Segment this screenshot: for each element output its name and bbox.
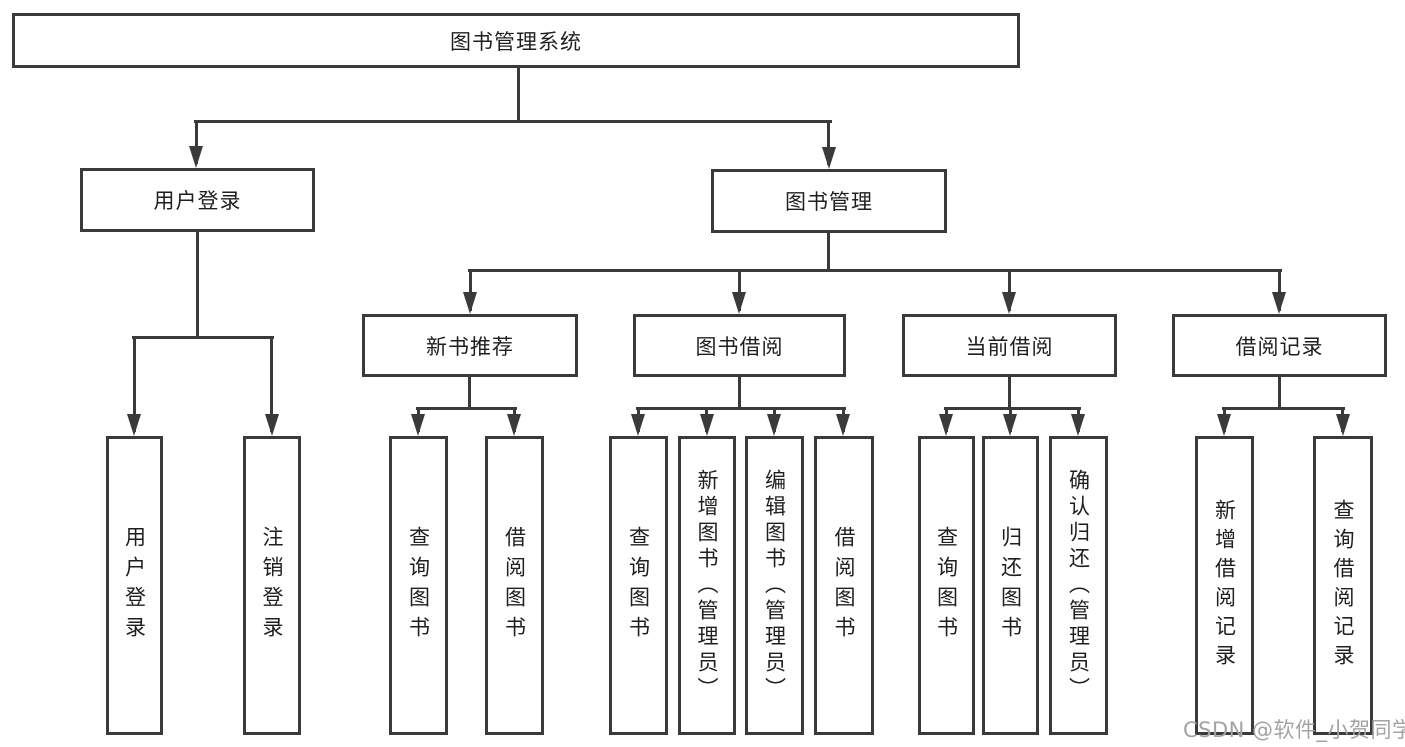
connector-line xyxy=(468,269,1282,272)
arrow-down-icon xyxy=(1336,414,1350,436)
connector-line xyxy=(738,269,741,311)
connector-line xyxy=(944,407,1081,410)
node-book-management: 图书管理 xyxy=(711,169,947,233)
arrow-down-icon xyxy=(189,146,203,168)
leaf-borrow-books-recommend: 借阅图书 xyxy=(485,436,544,735)
connector-line xyxy=(827,233,830,269)
connector-line xyxy=(196,232,199,336)
arrow-down-icon xyxy=(631,414,645,436)
leaf-return-books: 归还图书 xyxy=(982,436,1039,735)
connector-line xyxy=(1222,407,1345,410)
leaf-query-borrow-record: 查询借阅记录 xyxy=(1313,436,1373,735)
arrow-down-icon xyxy=(939,414,953,436)
arrow-down-icon xyxy=(1272,292,1286,314)
connector-line xyxy=(468,377,471,407)
node-user-login: 用户登录 xyxy=(80,168,315,232)
connector-line xyxy=(270,336,273,432)
leaf-query-books-recommend: 查询图书 xyxy=(389,436,448,735)
connector-line xyxy=(827,120,830,165)
leaf-confirm-return-admin: 确认归还（管理员） xyxy=(1049,436,1108,735)
node-borrow-records: 借阅记录 xyxy=(1172,314,1387,377)
connector-line xyxy=(1278,269,1281,311)
arrow-down-icon xyxy=(1003,414,1017,436)
node-book-borrow: 图书借阅 xyxy=(633,314,846,377)
arrow-down-icon xyxy=(732,292,746,314)
arrow-down-icon xyxy=(507,414,521,436)
arrow-down-icon xyxy=(1071,414,1085,436)
leaf-borrow-books: 借阅图书 xyxy=(814,436,874,735)
leaf-user-login: 用户登录 xyxy=(106,436,163,735)
watermark: CSDN @软件_小贺同学 xyxy=(1183,718,1405,742)
leaf-query-books-current: 查询图书 xyxy=(918,436,975,735)
connector-line xyxy=(416,407,517,410)
arrow-down-icon xyxy=(411,414,425,436)
arrow-down-icon xyxy=(700,414,714,436)
connector-line xyxy=(1278,377,1281,407)
leaf-edit-book-admin: 编辑图书（管理员） xyxy=(745,436,804,735)
connector-line xyxy=(1008,377,1011,407)
arrow-down-icon xyxy=(127,414,141,436)
connector-line xyxy=(194,120,832,123)
arrow-down-icon xyxy=(822,147,836,169)
arrow-down-icon xyxy=(767,414,781,436)
connector-line xyxy=(195,120,198,164)
connector-line xyxy=(132,336,274,339)
connector-line xyxy=(738,377,741,407)
connector-line xyxy=(1008,269,1011,311)
leaf-logout: 注销登录 xyxy=(243,436,301,735)
arrow-down-icon xyxy=(836,414,850,436)
node-current-borrow: 当前借阅 xyxy=(902,314,1117,377)
arrow-down-icon xyxy=(1002,292,1016,314)
arrow-down-icon xyxy=(265,414,279,436)
leaf-query-books-borrow: 查询图书 xyxy=(609,436,668,735)
node-root-library-system: 图书管理系统 xyxy=(12,13,1020,68)
connector-line xyxy=(517,68,520,121)
leaf-add-book-admin: 新增图书（管理员） xyxy=(678,436,736,735)
leaf-add-borrow-record: 新增借阅记录 xyxy=(1195,436,1254,735)
connector-line xyxy=(469,269,472,311)
node-new-book-recommend: 新书推荐 xyxy=(362,314,578,377)
connector-line xyxy=(133,336,136,432)
arrow-down-icon xyxy=(463,292,477,314)
connector-line xyxy=(636,407,846,410)
arrow-down-icon xyxy=(1217,414,1231,436)
